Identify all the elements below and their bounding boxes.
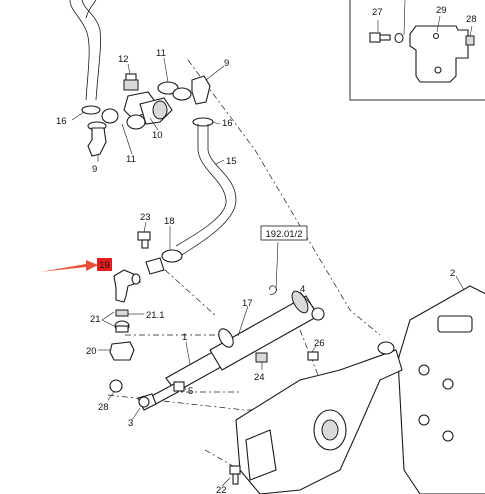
- bolt-23-icon: [137, 231, 151, 249]
- clamp-18-icon: [145, 249, 183, 275]
- inset-panel: [349, 0, 485, 101]
- callout-5: 5: [188, 386, 193, 397]
- nut-28-icon: [465, 35, 475, 46]
- washer-icon: [394, 32, 404, 44]
- callouts: 27 29 28 12 11 9 16 16 10 11 9 15 23 18 …: [56, 5, 477, 494]
- callout-4: 4: [300, 284, 305, 295]
- callout-22: 22: [216, 485, 227, 494]
- elbow-9-upper-icon: [191, 75, 211, 105]
- nut-20-icon: [109, 341, 135, 361]
- callout-24: 24: [254, 372, 265, 383]
- callout-10: 10: [152, 130, 163, 141]
- callout-20: 20: [86, 346, 97, 357]
- hose-15: [175, 124, 237, 257]
- nut-5-icon: [173, 381, 185, 392]
- frame-2-icon: [397, 285, 485, 494]
- fitting-12-icon: [123, 73, 139, 91]
- fitting-21-1-icon: [115, 309, 129, 317]
- clamp-16-right-icon: [192, 117, 214, 127]
- callout-11-lower: 11: [126, 154, 136, 165]
- clip-ref-icon: [269, 285, 277, 295]
- bracket-29-icon: [409, 25, 469, 83]
- callout-9-lower: 9: [92, 164, 97, 175]
- clamp-11-upper-icon: [157, 81, 192, 101]
- bolt-22-icon: [229, 465, 241, 485]
- callout-23: 23: [140, 212, 151, 223]
- callout-18: 18: [164, 216, 175, 227]
- reference-label: 192.01/2: [266, 229, 303, 240]
- callout-1: 1: [182, 332, 187, 343]
- callout-21: 21: [90, 314, 101, 325]
- bolt-27-icon: [369, 32, 391, 43]
- leader-lines: [71, 57, 465, 487]
- hose-top-left: [69, 0, 101, 101]
- highlight-arrow-icon: [40, 260, 98, 272]
- callout-9-top: 9: [224, 58, 229, 69]
- link-bracket-icon: [235, 341, 403, 494]
- callout-28-lower: 28: [98, 402, 109, 413]
- valve-assembly-10-icon: [101, 91, 173, 130]
- fitting-21-icon: [114, 320, 130, 333]
- clip-4-icon: [311, 307, 325, 321]
- callout-2: 2: [450, 268, 455, 279]
- callout-17: 17: [242, 298, 253, 309]
- cylinder-1-icon: [147, 290, 319, 407]
- highlight-label: 19: [99, 260, 110, 271]
- callout-11-top: 11: [156, 48, 166, 59]
- bolt-26-icon: [307, 351, 319, 361]
- callout-12: 12: [118, 54, 129, 65]
- callout-28-top: 28: [466, 14, 477, 25]
- highlight-box: [97, 258, 112, 271]
- washer-28-lower-icon: [109, 379, 123, 393]
- rod-end-3-icon: [137, 393, 157, 411]
- callout-16-right: 16: [222, 118, 233, 129]
- callout-16-left: 16: [56, 116, 67, 127]
- callout-27: 27: [372, 7, 383, 18]
- reference-box[interactable]: 192.01/2: [260, 225, 308, 241]
- callout-26: 26: [314, 338, 325, 349]
- clamp-16-left-icon: [81, 105, 107, 131]
- elbow-9-lower-icon: [87, 127, 107, 157]
- callout-29: 29: [436, 5, 447, 16]
- elbow-19-icon: [113, 269, 141, 303]
- callout-15: 15: [226, 156, 237, 167]
- highlight-marker[interactable]: 19: [40, 258, 112, 272]
- nut-24-icon: [255, 352, 268, 363]
- callout-3: 3: [128, 418, 133, 429]
- callout-21-1: 21.1: [146, 310, 165, 321]
